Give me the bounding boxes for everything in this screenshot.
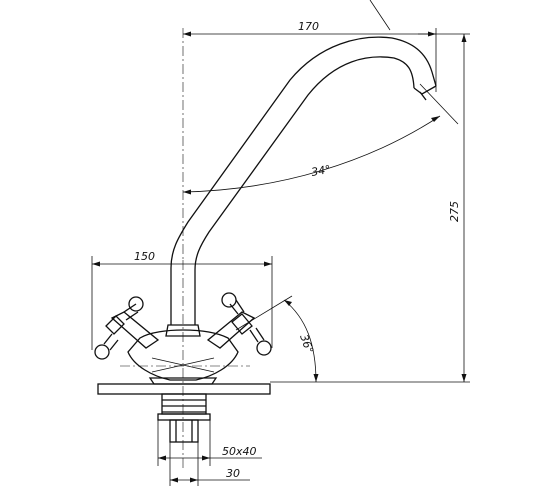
right-handle (206, 292, 272, 356)
dimension-total-height-label: 275 (448, 201, 461, 222)
left-handle (94, 296, 160, 360)
spout (165, 36, 437, 337)
dimension-total-height: 275 (270, 33, 470, 383)
dimension-nut-size: 50x40 (157, 420, 262, 466)
dimension-spout-reach: 170 (183, 0, 437, 92)
center-lines (120, 28, 250, 470)
dimension-shank-width-label: 30 (226, 467, 240, 480)
dimension-spout-reach-label: 170 (298, 20, 319, 33)
dimension-nut-size-label: 50x40 (222, 445, 257, 458)
base-plate (97, 383, 271, 395)
dimension-handle-angle-label: 36° (297, 333, 316, 356)
shank (157, 393, 211, 443)
dimension-shank-width: 30 (169, 442, 250, 486)
dimension-handle-width: 150 (91, 250, 273, 350)
dimension-spout-angle: 34° (182, 83, 459, 195)
dimension-handle-width-label: 150 (134, 250, 155, 263)
dimension-spout-angle-label: 34° (310, 163, 331, 179)
dimension-handle-angle: 36° (235, 295, 319, 383)
